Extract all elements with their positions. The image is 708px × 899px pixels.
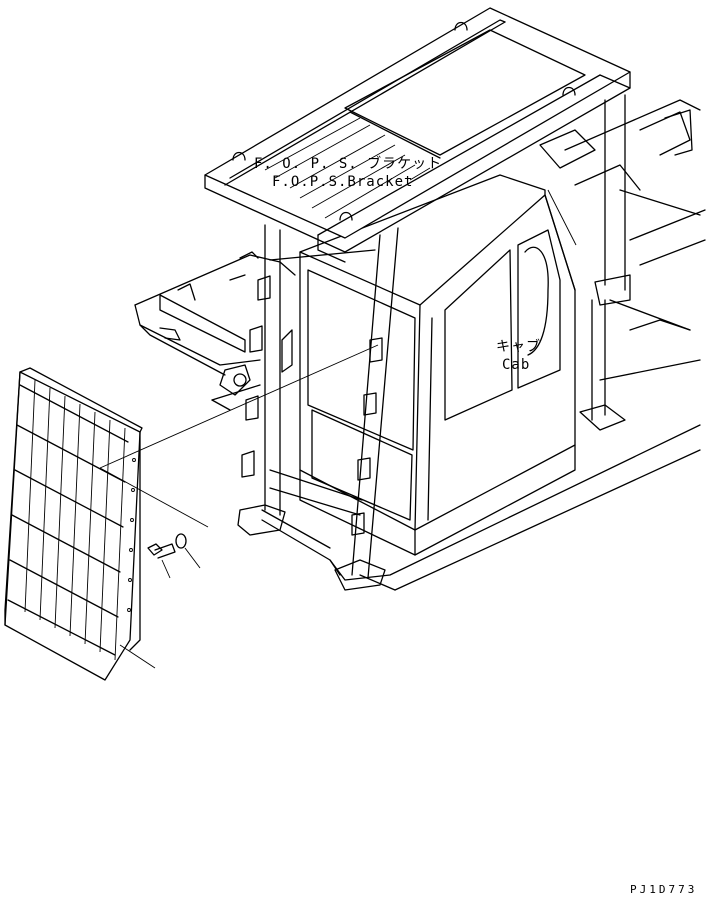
fops-bracket-label-jp: F. O. P. S. ブラケット [254, 155, 442, 172]
fops-structure [204, 7, 631, 591]
cab [299, 174, 576, 556]
leader-lines [99, 167, 577, 669]
drawing-code: PJ1D773 [630, 883, 697, 896]
cab-label-jp: キャブ [496, 338, 541, 355]
cab-label-en: Cab [502, 357, 530, 373]
fops-bracket-label-en: F.O.P.S.Bracket [272, 174, 413, 190]
front-guard-grille [4, 367, 143, 681]
bolt [147, 543, 176, 559]
washer [175, 533, 187, 549]
upper-revolving-frame [134, 99, 706, 591]
